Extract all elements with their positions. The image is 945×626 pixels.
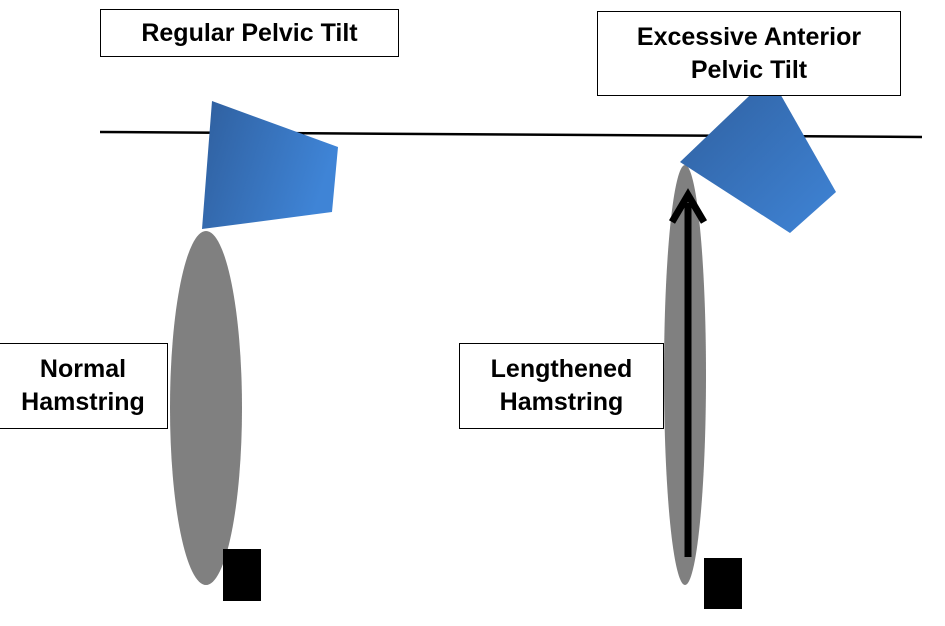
lengthening-arrow-head bbox=[668, 188, 708, 224]
anchor-block-right bbox=[704, 558, 742, 609]
regular-pelvic-tilt-label: Regular Pelvic Tilt bbox=[100, 9, 399, 57]
pelvis-regular bbox=[202, 101, 338, 229]
normal-hamstring-label: Normal Hamstring bbox=[0, 343, 168, 429]
anchor-block-left bbox=[223, 549, 261, 601]
lengthened-hamstring-label: Lengthened Hamstring bbox=[459, 343, 664, 429]
excessive-anterior-pelvic-tilt-label: Excessive Anterior Pelvic Tilt bbox=[597, 11, 901, 96]
pelvis-anterior-tilt bbox=[680, 76, 836, 233]
hamstring-normal bbox=[170, 231, 242, 585]
